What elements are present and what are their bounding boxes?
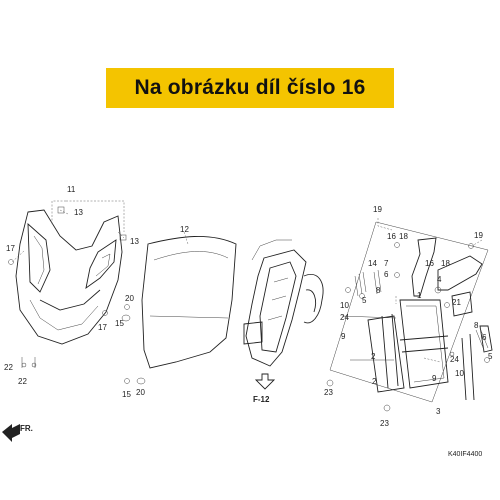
callout-1: 1 (417, 291, 422, 300)
callout-11: 11 (67, 185, 76, 194)
callout-14: 14 (368, 259, 377, 268)
callout-8: 8 (474, 321, 479, 330)
callout-12: 12 (180, 225, 189, 234)
callout-4: 4 (437, 275, 442, 284)
callout-22: 22 (4, 363, 13, 372)
callout-2: 2 (372, 377, 377, 386)
callout-16: 16 (387, 232, 396, 241)
callout-18: 18 (441, 259, 450, 268)
callout-19: 19 (474, 231, 483, 240)
callout-10: 10 (455, 369, 464, 378)
front-arrow-icon (2, 424, 20, 442)
callout-21: 21 (452, 298, 461, 307)
view-ref-label: F-12 (253, 395, 270, 404)
callout-18: 18 (399, 232, 408, 241)
callout-15: 15 (115, 319, 124, 328)
center-bracket-part (243, 239, 324, 367)
banner-text: Na obrázku díl číslo 16 (134, 76, 366, 99)
front-label: FR. (20, 424, 33, 433)
windscreen-part (141, 236, 237, 369)
callout-20: 20 (125, 294, 134, 303)
callout-13: 13 (130, 237, 139, 246)
callout-9: 9 (432, 374, 437, 383)
callout-15: 15 (122, 390, 131, 399)
stay-assembly-part (329, 221, 493, 403)
front-cowl-part (15, 209, 123, 345)
callout-16: 16 (425, 259, 434, 268)
diagram-code: K40IF4400 (448, 451, 482, 458)
callout-19: 19 (373, 205, 382, 214)
callout-3: 3 (436, 407, 441, 416)
callout-10: 10 (340, 301, 349, 310)
callouts: 11 13 13 17 17 15 20 22 22 12 15 20 19 1… (4, 185, 493, 428)
title-banner: Na obrázku díl číslo 16 (106, 68, 394, 108)
callout-6: 6 (482, 333, 487, 342)
callout-17: 17 (6, 244, 15, 253)
arrow-down-icon (254, 373, 276, 390)
callout-24: 24 (450, 355, 459, 364)
callout-24: 24 (340, 313, 349, 322)
callout-5: 5 (488, 352, 493, 361)
callout-20: 20 (136, 388, 145, 397)
callout-6: 6 (384, 270, 389, 279)
callout-23: 23 (380, 419, 389, 428)
callout-8: 8 (376, 286, 381, 295)
callout-5: 5 (362, 296, 367, 305)
callout-17: 17 (98, 323, 107, 332)
callout-23: 23 (324, 388, 333, 397)
callout-2: 2 (371, 352, 376, 361)
callout-7: 7 (384, 259, 389, 268)
callout-9: 9 (341, 332, 346, 341)
callout-13: 13 (74, 208, 83, 217)
callout-22: 22 (18, 377, 27, 386)
